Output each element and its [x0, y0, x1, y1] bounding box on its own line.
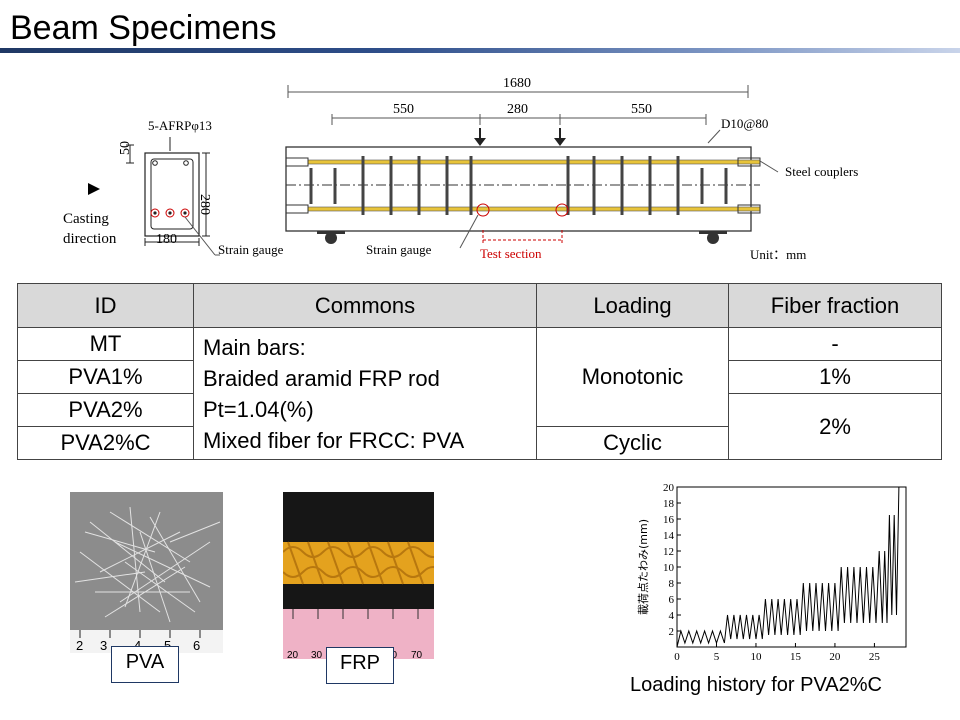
loading-history-chart: 0 5 10 15 20 25 2 4 6 8 10 12 14 16 18 20 載荷点たわみ(mm)	[625, 480, 920, 670]
ruler-label: 2	[76, 638, 83, 653]
x-tick-label: 20	[829, 651, 841, 663]
fiber-cell: -	[728, 327, 942, 361]
loading-cyclic-cell: Cyclic	[536, 426, 729, 460]
beam-elevation	[285, 85, 779, 249]
y-tick-label: 12	[663, 546, 674, 558]
pva-photo: 2 3 4 5 6	[70, 492, 223, 653]
frp-caption: FRP	[326, 647, 394, 684]
ruler-label: 30	[311, 650, 323, 659]
chart-caption: Loading history for PVA2%C	[630, 674, 882, 696]
fiber-cell: 1%	[728, 360, 942, 394]
total-length-label: 1680	[503, 76, 531, 91]
ruler-label: 20	[287, 650, 299, 659]
commons-line: Main bars:	[203, 334, 306, 360]
frp-photo: 20 30 40 50 60 70	[283, 492, 434, 659]
couplers-label: Steel couplers	[785, 164, 858, 179]
y-tick-label: 4	[669, 610, 675, 622]
plot-frame	[676, 486, 907, 648]
header-loading: Loading	[536, 283, 729, 328]
stirrup-label: D10@80	[721, 116, 768, 131]
section-width-label: 180	[156, 232, 177, 247]
y-tick-label: 14	[663, 530, 675, 542]
section-height-label: 280	[197, 194, 212, 215]
frp-rod-image: 20 30 40 50 60 70	[283, 492, 434, 659]
ruler-label: 3	[100, 638, 107, 653]
strain-gauge-label-left: Strain gauge	[218, 242, 284, 257]
header-id: ID	[17, 283, 194, 328]
page-title: Beam Specimens	[10, 9, 277, 47]
commons-line: Mixed fiber for FRCC: PVA	[203, 427, 465, 453]
x-tick-label: 15	[790, 651, 802, 663]
ruler-label: 70	[411, 650, 423, 659]
cover-label: 50	[118, 141, 133, 155]
y-tick-label: 8	[669, 578, 675, 590]
ruler-label: 6	[193, 638, 200, 653]
id-cell: PVA2%C	[17, 426, 194, 460]
loading-monotonic-cell: Monotonic	[536, 327, 729, 427]
series-line	[676, 486, 902, 648]
y-axis-label: 載荷点たわみ(mm)	[637, 519, 650, 615]
strain-gauge-label-mid: Strain gauge	[366, 242, 432, 257]
y-tick-label: 18	[663, 498, 675, 510]
y-tick-label: 6	[669, 594, 675, 606]
ruler-label: 5	[164, 638, 171, 653]
span-mid-label: 280	[507, 102, 528, 117]
title-underline	[0, 48, 960, 53]
test-section-label: Test section	[480, 246, 542, 261]
pva-fibers-image: 2 3 4 5 6	[70, 492, 223, 653]
specimen-table: ID Commons Loading Fiber fraction MT Mai…	[17, 283, 942, 460]
id-cell: PVA1%	[17, 360, 194, 394]
cross-section	[88, 137, 220, 256]
y-tick-label: 20	[663, 482, 675, 494]
beam-drawing: 5-AFRPφ13 50 280 180 Casting direction S…	[63, 76, 858, 262]
id-cell: MT	[17, 327, 194, 361]
commons-line: Pt=1.04(%)	[203, 396, 314, 422]
x-tick-label: 5	[714, 651, 720, 663]
header-fiber: Fiber fraction	[728, 283, 942, 328]
id-cell: PVA2%	[17, 393, 194, 427]
commons-line: Braided aramid FRP rod	[203, 365, 440, 391]
chart-svg: 0 5 10 15 20 25 2 4 6 8 10 12 14 16 18 20 載荷点たわみ(mm)	[637, 482, 907, 663]
header-commons: Commons	[193, 283, 537, 328]
section-label: 5-AFRPφ13	[148, 118, 212, 133]
unit-label: Unit：mm	[750, 247, 806, 262]
span-right-label: 550	[631, 102, 652, 117]
span-left-label: 550	[393, 102, 414, 117]
pva-caption: PVA	[111, 646, 179, 683]
x-tick-label: 10	[750, 651, 762, 663]
y-tick-label: 16	[663, 514, 675, 526]
x-tick-label: 25	[869, 651, 881, 663]
fiber-cell: 2%	[728, 393, 942, 460]
y-tick-label: 2	[669, 626, 675, 638]
casting-label-1: Casting	[63, 211, 109, 227]
x-tick-label: 0	[674, 651, 680, 663]
commons-cell: Main bars: Braided aramid FRP rod Pt=1.0…	[193, 327, 537, 460]
casting-label-2: direction	[63, 231, 117, 247]
y-tick-label: 10	[663, 562, 675, 574]
ruler-label: 4	[134, 638, 141, 653]
